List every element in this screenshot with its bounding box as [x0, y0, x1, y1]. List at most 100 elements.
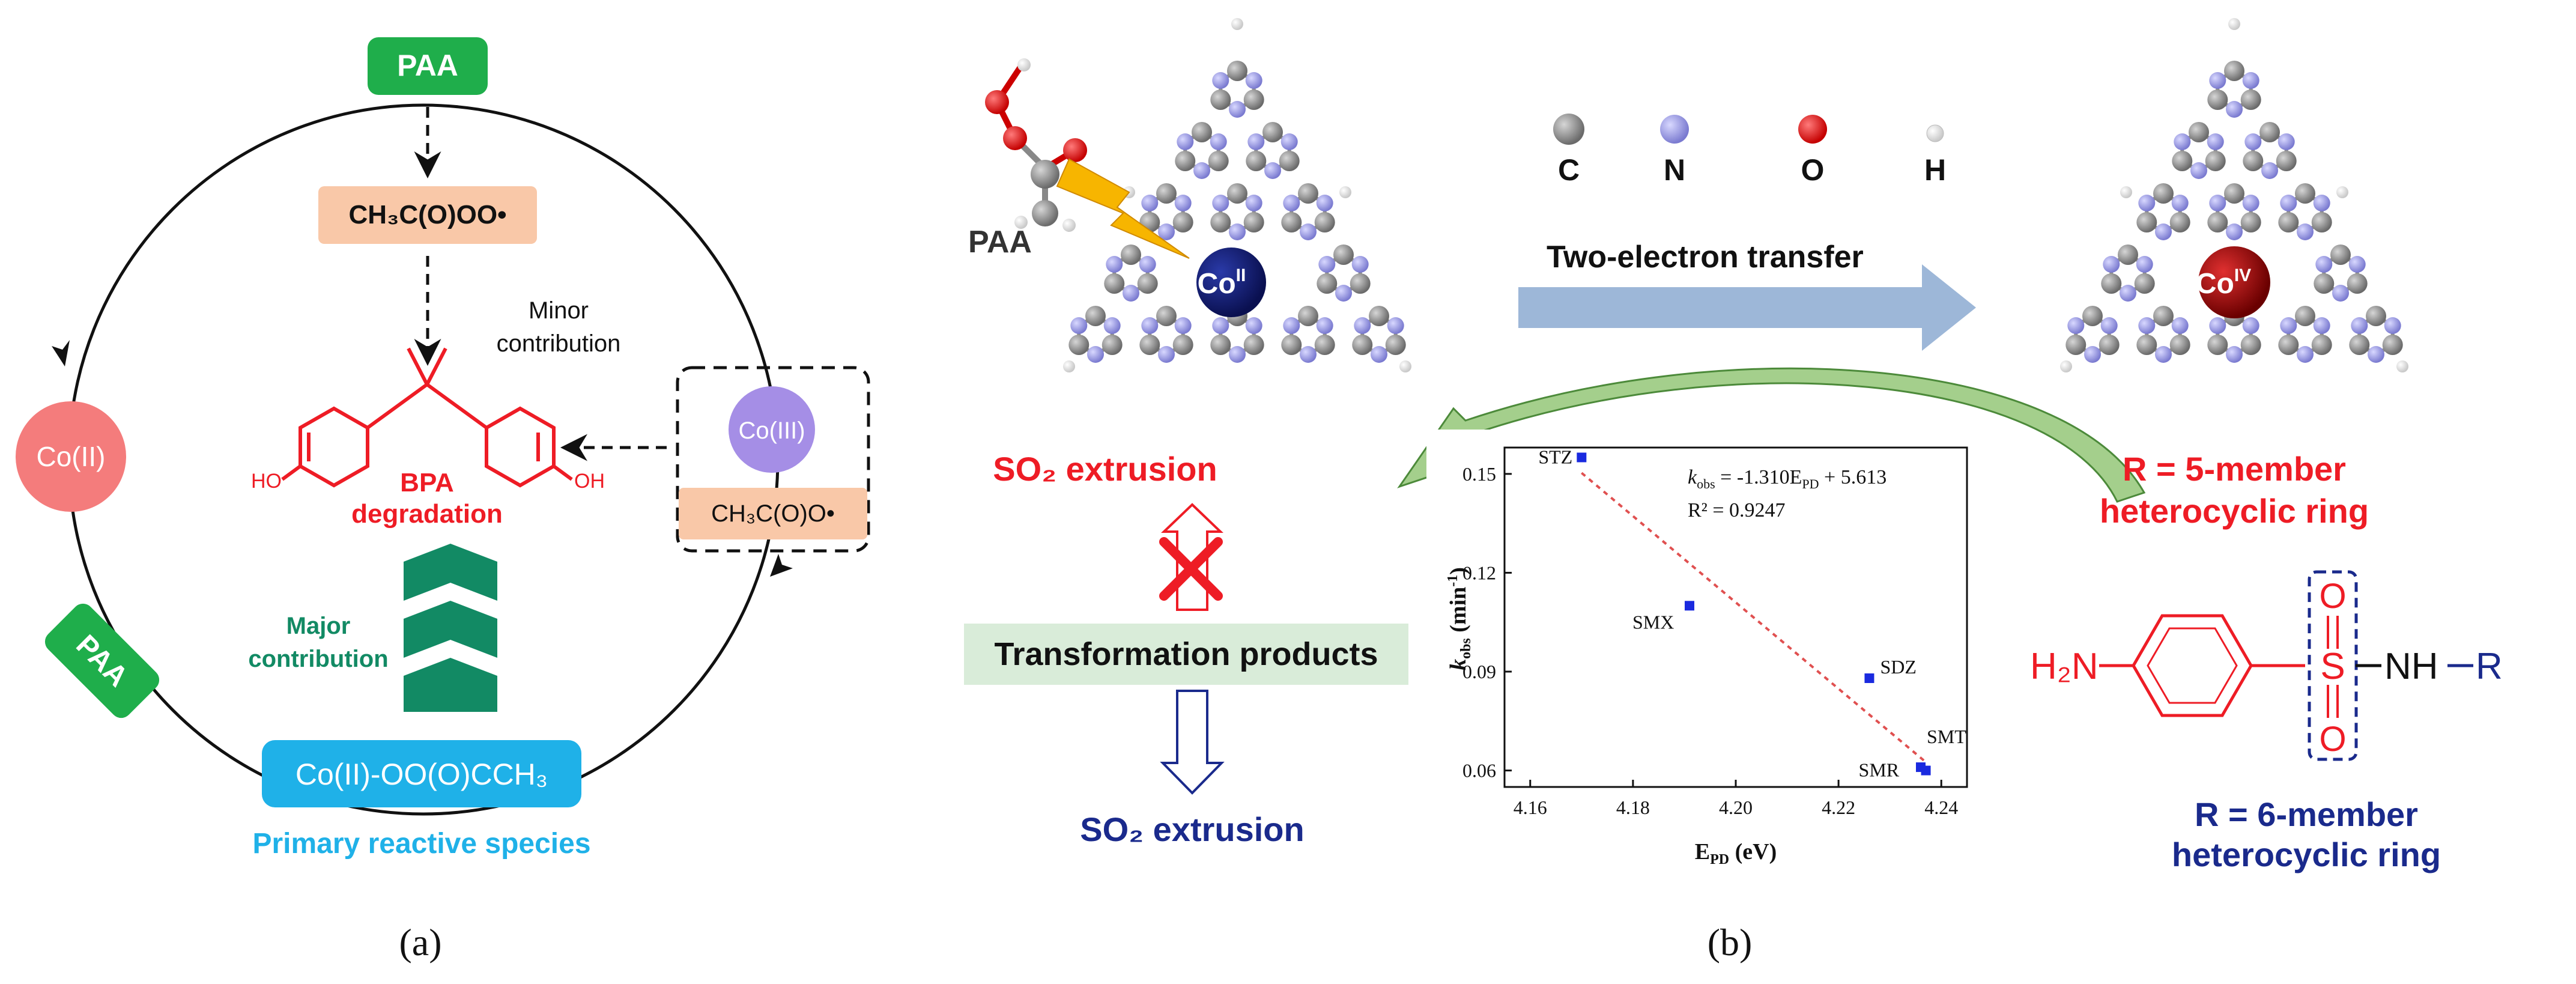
- carbon-atom: [2101, 273, 2122, 294]
- carbon-atom: [1385, 335, 1406, 355]
- nitrogen-atom: [2136, 256, 2153, 273]
- nitrogen-atom: [2138, 317, 2156, 334]
- hydrogen-atom: [1399, 360, 1411, 372]
- hydrogen-atom: [1063, 360, 1075, 372]
- nitrogen-atom: [1177, 133, 1194, 150]
- caption-b: (b): [1708, 921, 1753, 964]
- y-tick-label: 0.15: [1462, 463, 1496, 485]
- g-c3n4-network-right: [2060, 18, 2408, 372]
- legend-n-atom: [1660, 115, 1689, 144]
- carbon-atom: [2189, 122, 2209, 142]
- nitrogen-atom: [1371, 346, 1387, 363]
- hydrogen-atom: [2060, 360, 2072, 372]
- nitrogen-atom: [2244, 133, 2262, 150]
- carbon-atom: [1210, 335, 1231, 355]
- nitrogen-atom: [1280, 133, 1298, 150]
- nitrogen-atom: [1174, 317, 1192, 334]
- carbon-atom: [2276, 151, 2297, 171]
- carbon-atom: [1227, 183, 1247, 204]
- point-smr: [1921, 765, 1931, 776]
- curved-green-arrow: [1397, 367, 2146, 503]
- nitrogen-atom: [2226, 346, 2243, 363]
- carbon-atom: [1243, 90, 1264, 110]
- r6-line2: heterocyclic ring: [2172, 836, 2441, 873]
- nitrogen-atom: [2103, 256, 2120, 273]
- struct-r: R: [2476, 646, 2503, 687]
- carbon-atom: [2169, 335, 2190, 355]
- carbon-atom: [2240, 212, 2261, 232]
- lightning-bolt-icon: [1056, 158, 1190, 259]
- carbon-atom: [2153, 306, 2174, 326]
- point-label-stz: STZ: [1538, 446, 1572, 467]
- x-tick-label: 4.20: [1719, 797, 1753, 818]
- struct-nh: NH: [2384, 646, 2438, 687]
- carbon-atom: [1068, 335, 1089, 355]
- nitrogen-atom: [1158, 346, 1175, 363]
- atom-legend: C N O H: [1553, 114, 1946, 187]
- carbon-atom: [1156, 306, 1177, 326]
- hydrogen-atom: [2396, 360, 2408, 372]
- nitrogen-atom: [1316, 317, 1333, 334]
- chart-r-squared: R² = 0.9247: [1688, 499, 1786, 521]
- chart-xlabel: EPD (eV): [1695, 839, 1777, 867]
- sulfonamide-structure: H₂N O S O NH R: [2030, 570, 2503, 761]
- nitrogen-atom: [2209, 317, 2226, 334]
- carbon-atom: [2311, 212, 2332, 232]
- y-tick-label: 0.06: [1462, 760, 1496, 782]
- hydrogen-atom: [2336, 186, 2348, 198]
- legend-c-label: C: [1558, 153, 1580, 187]
- bpa-line1: BPA: [400, 468, 454, 497]
- nitrogen-atom: [1316, 195, 1333, 211]
- carbon-atom: [1227, 61, 1247, 81]
- paa-top-label: PAA: [397, 49, 458, 82]
- chart-ylabel: kobs (min-1): [1445, 567, 1474, 670]
- legend-h-atom: [1926, 124, 1944, 142]
- carbon-atom: [2278, 212, 2299, 232]
- legend-o-atom: [1798, 115, 1827, 144]
- nitrogen-atom: [1247, 133, 1265, 150]
- carbon-atom: [1243, 212, 1264, 232]
- carbon-atom: [1192, 122, 1212, 142]
- complex-box: [262, 740, 581, 807]
- legend-c-atom: [1553, 114, 1584, 145]
- nitrogen-atom: [1106, 256, 1123, 273]
- carbon-atom: [2134, 273, 2155, 294]
- nitrogen-atom: [1123, 285, 1139, 302]
- nitrogen-atom: [1141, 317, 1159, 334]
- carbon-atom: [1352, 335, 1373, 355]
- nitrogen-atom: [1070, 317, 1088, 334]
- nitrogen-atom: [2368, 346, 2384, 363]
- acetyloxy-label: CH₃C(O)O•: [711, 500, 835, 527]
- nitrogen-atom: [1245, 72, 1262, 89]
- paa-molecule-label: PAA: [968, 225, 1032, 260]
- carbon-atom: [2136, 335, 2157, 355]
- carbon-atom: [1298, 183, 1318, 204]
- co3-dashed-box: [676, 366, 870, 553]
- carbon-atom: [1172, 335, 1193, 355]
- nitrogen-atom: [2120, 285, 2136, 302]
- co-iv-ball: [2198, 246, 2270, 318]
- nitrogen-atom: [1212, 195, 1229, 211]
- carbon-atom: [2224, 61, 2244, 81]
- nitrogen-atom: [1141, 195, 1159, 211]
- carbon-atom: [2259, 122, 2280, 142]
- carbon-atom: [1175, 151, 1196, 171]
- paa-molecule: [985, 58, 1087, 232]
- carbon-atom: [2118, 244, 2138, 265]
- nitrogen-atom: [2138, 195, 2156, 211]
- struct-s: S: [2320, 646, 2345, 687]
- point-label-smr: SMR: [1859, 759, 1900, 781]
- nitrogen-atom: [1245, 317, 1262, 334]
- carbon-atom: [1333, 244, 1354, 265]
- carbon-atom: [1208, 151, 1229, 171]
- nitrogen-atom: [1245, 195, 1262, 211]
- nitrogen-atom: [1087, 346, 1104, 363]
- hydrogen-atom: [2228, 18, 2240, 30]
- carbon-atom: [2295, 183, 2315, 204]
- carbon-atom: [1369, 306, 1389, 326]
- carbon-atom: [2207, 90, 2228, 110]
- nitrogen-atom: [2348, 256, 2366, 273]
- carbon-atom: [1210, 90, 1231, 110]
- nitrogen-atom: [1212, 317, 1229, 334]
